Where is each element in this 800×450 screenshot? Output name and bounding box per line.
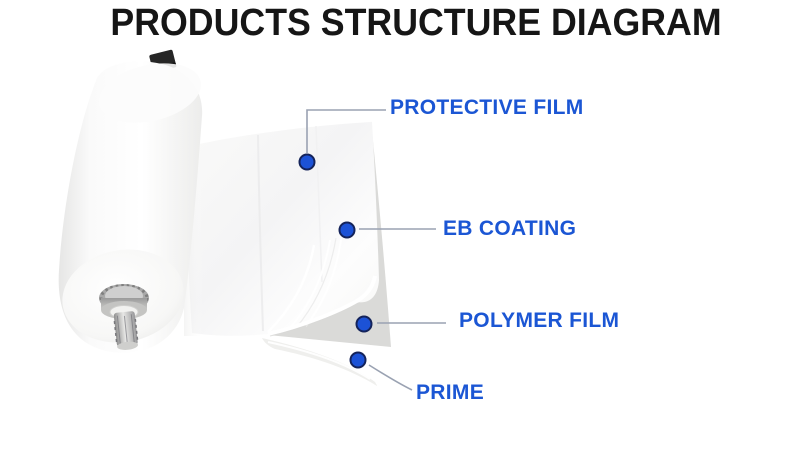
marker-dot-polymer-film	[355, 315, 373, 333]
fold-shadow	[269, 302, 359, 337]
fold-highlight	[267, 275, 377, 336]
prime-layer-highlight	[267, 341, 371, 380]
marker-dot-protective-film	[298, 153, 316, 171]
connector-protective-film	[306, 109, 386, 153]
label-eb-coating: EB COATING	[443, 217, 577, 240]
film-sheet-creases	[257, 125, 343, 333]
film-roll	[58, 49, 203, 353]
marker-dot-eb-coating	[338, 221, 356, 239]
label-prime: PRIME	[416, 381, 485, 404]
roll-core-shaft	[99, 284, 149, 350]
prime-layer-shape	[262, 338, 377, 386]
page-title: PRODUCTS STRUCTURE DIAGRAM	[110, 2, 722, 44]
roll-top-face	[98, 63, 202, 123]
marker-dot-prime	[349, 351, 367, 369]
label-protective-film: PROTECTIVE FILM	[390, 96, 584, 119]
connector-prime	[368, 364, 413, 391]
label-polymer-film: POLYMER FILM	[459, 309, 620, 332]
